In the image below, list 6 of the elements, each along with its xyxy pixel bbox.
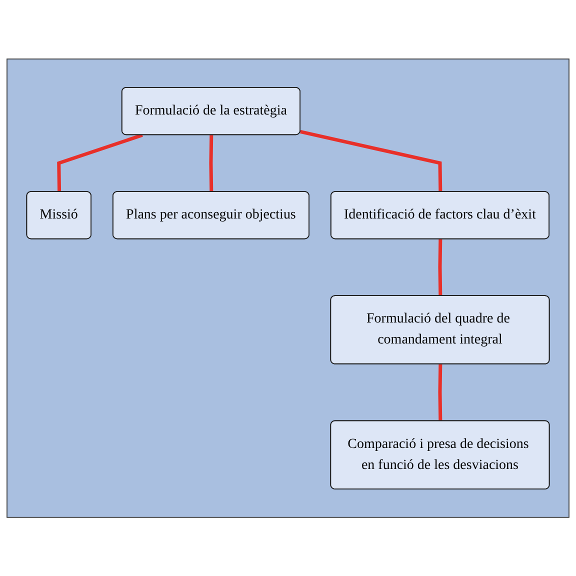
connector	[57, 133, 143, 192]
connector	[438, 364, 442, 421]
connector	[300, 130, 442, 192]
connector	[438, 238, 442, 296]
connector	[209, 134, 214, 192]
cluster	[6, 58, 570, 518]
